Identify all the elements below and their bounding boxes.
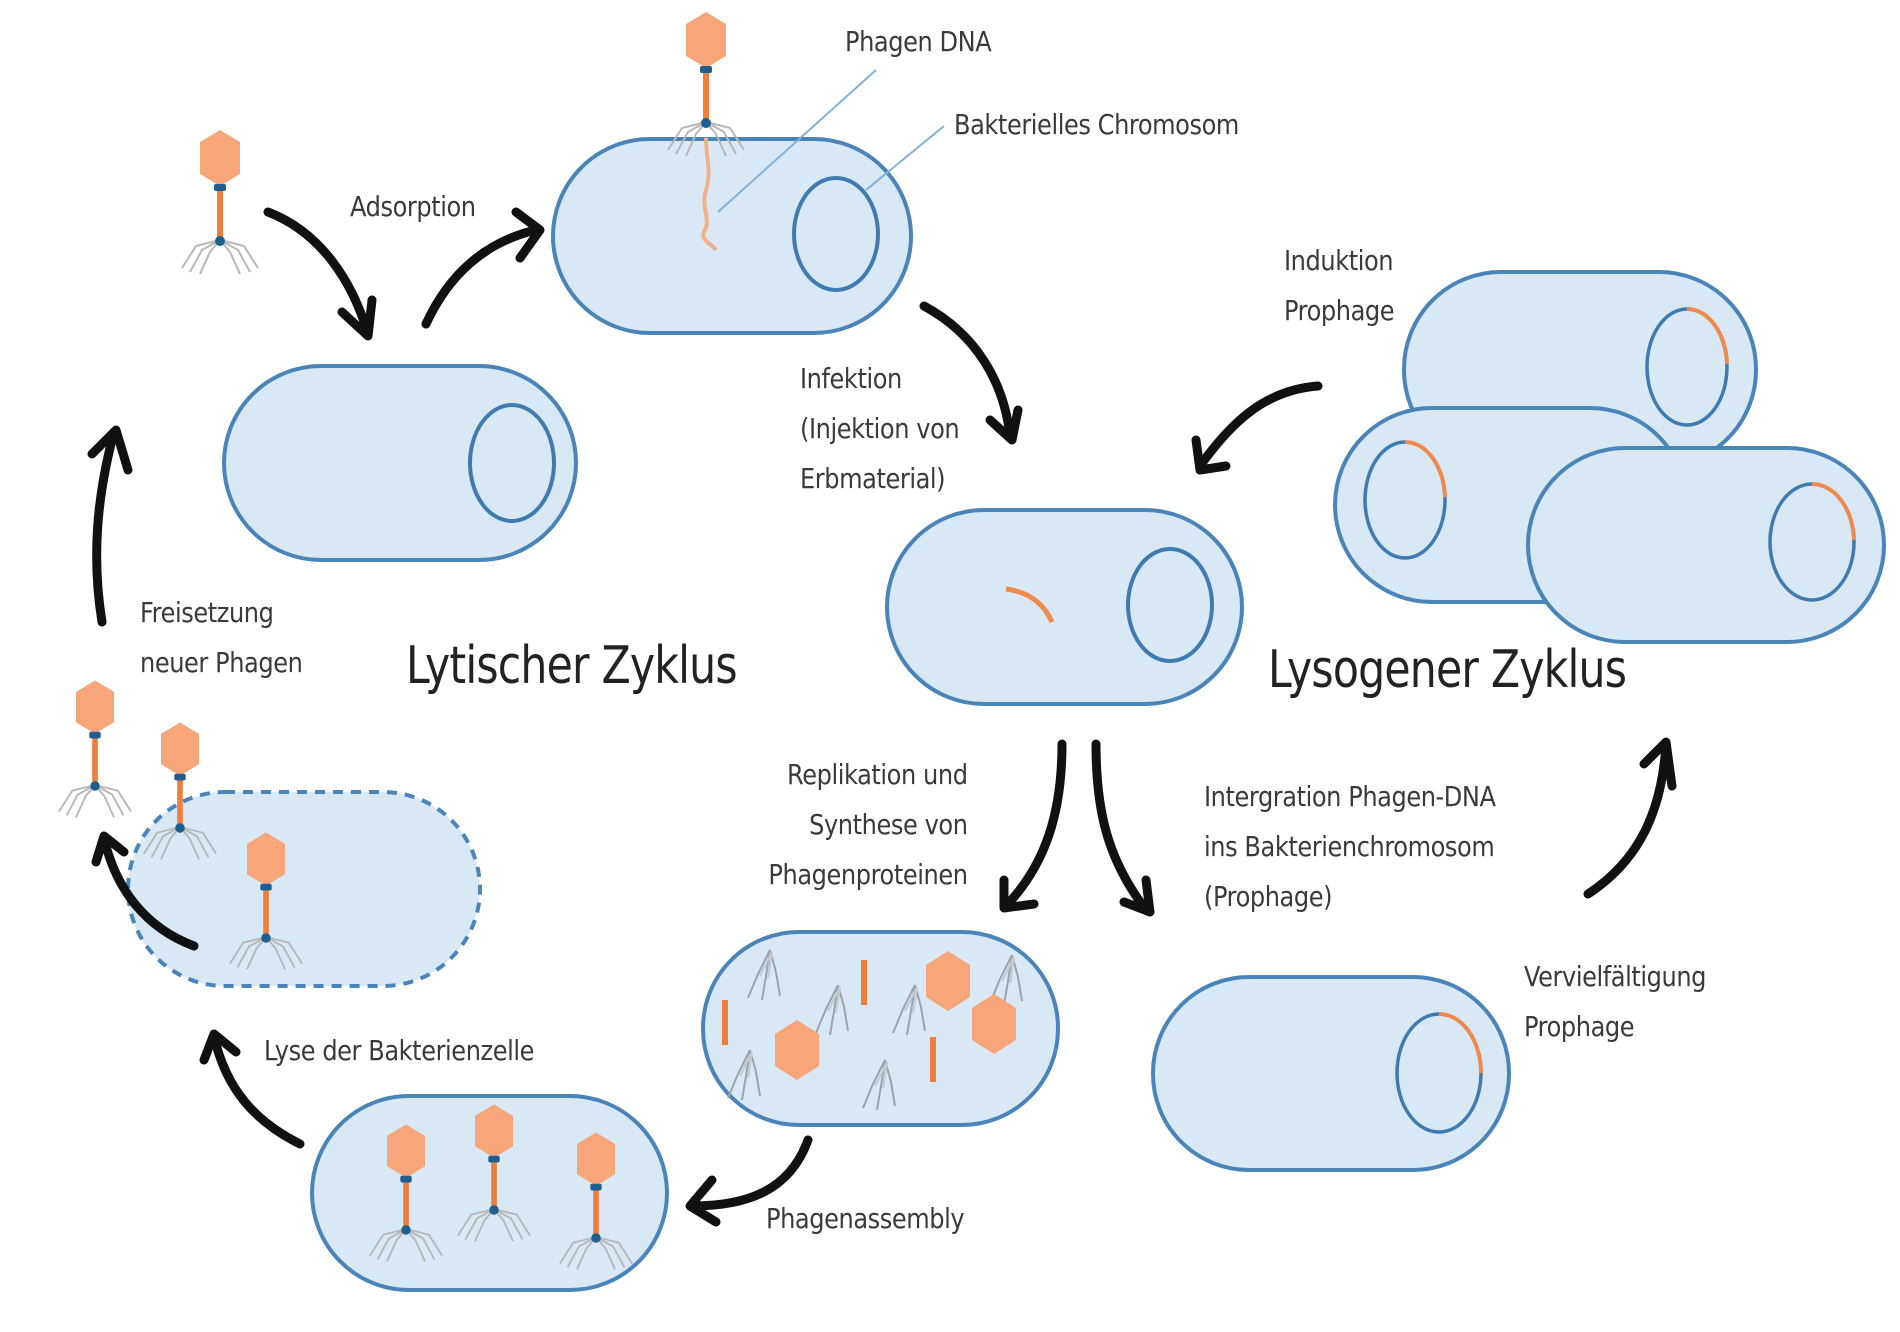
label-integration: Intergration Phagen-DNA ins Bakterienchr… xyxy=(1204,772,1543,922)
arrow-induction xyxy=(1191,381,1323,475)
label-infection-line3: Erbmaterial) xyxy=(800,462,946,495)
label-replication-line1: Replikation und xyxy=(787,758,968,791)
label-infection: Infektion (Injektion von Erbmaterial) xyxy=(800,354,985,504)
label-integration-line2: ins Bakterienchromosom xyxy=(1204,830,1495,863)
lysogenic-cycle-title: Lysogener Zyklus xyxy=(1268,640,1627,700)
bacterium-injection xyxy=(551,11,913,335)
prophage-segment xyxy=(1438,1012,1483,1074)
arrow-assembly xyxy=(685,1135,813,1227)
label-multiplication-line2: Prophage xyxy=(1524,1010,1635,1043)
bacteria-colony xyxy=(1333,270,1886,644)
lytic-cycle-title: Lytischer Zyklus xyxy=(406,636,738,696)
label-integration-line1: Intergration Phagen-DNA xyxy=(1204,780,1496,813)
label-induction-line2: Prophage xyxy=(1284,294,1395,327)
bacterial-chromosome xyxy=(1126,547,1214,663)
released-phage xyxy=(57,679,133,819)
arrow-to-integration xyxy=(1091,739,1155,917)
injected-phage-dna xyxy=(701,137,718,252)
label-release-line2: neuer Phagen xyxy=(140,646,303,679)
bacterial-chromosome xyxy=(468,403,556,523)
arrow-to-replication xyxy=(999,739,1067,913)
bacterium-synthesis xyxy=(701,930,1060,1127)
label-replication-line2: Synthese von xyxy=(809,808,969,841)
bacterium-prophage xyxy=(1151,975,1511,1172)
arrow-lysis xyxy=(199,1029,305,1149)
label-infection-line2: (Injektion von xyxy=(800,412,960,445)
label-multiplication: Vervielfältigung Prophage xyxy=(1524,952,1736,1052)
arrow-adsorption-out xyxy=(421,207,545,329)
label-phage-dna: Phagen DNA xyxy=(845,25,992,58)
label-induction-line1: Induktion xyxy=(1284,244,1394,277)
arrow-release-up xyxy=(87,425,133,627)
leader-line-chromosome xyxy=(865,125,945,191)
bacterium-assembled xyxy=(310,1094,669,1292)
label-release: Freisetzung neuer Phagen xyxy=(140,588,329,688)
label-replication-line3: Phagenproteinen xyxy=(768,858,969,891)
label-infection-line1: Infektion xyxy=(800,362,902,395)
arrow-adsorption-in xyxy=(263,207,377,341)
label-lysis: Lyse der Bakterienzelle xyxy=(264,1034,535,1067)
label-adsorption: Adsorption xyxy=(350,190,476,223)
bacterium-lysing xyxy=(126,721,482,988)
free-phage-dna xyxy=(1005,586,1055,624)
label-replication: Replikation und Synthese von Phagenprote… xyxy=(736,750,969,900)
bacterium-intact xyxy=(222,364,578,562)
phage-parts xyxy=(722,949,1023,1111)
colony-bacterium-right xyxy=(1526,446,1886,644)
bacterium-infected xyxy=(885,508,1244,706)
leader-line-phage-dna xyxy=(717,69,877,213)
free-phage xyxy=(181,129,259,275)
label-assembly: Phagenassembly xyxy=(766,1202,965,1235)
arrow-multiplication xyxy=(1583,737,1677,899)
label-induction: Induktion Prophage xyxy=(1284,236,1412,336)
arrow-release-out xyxy=(91,831,199,951)
label-bacterial-chromosome: Bakterielles Chromosom xyxy=(954,108,1239,141)
bacterial-chromosome xyxy=(792,176,880,292)
label-multiplication-line1: Vervielfältigung xyxy=(1524,960,1707,993)
label-release-line1: Freisetzung xyxy=(140,596,274,629)
label-integration-line3: (Prophage) xyxy=(1204,880,1333,913)
cycle-arrows xyxy=(87,207,1677,1227)
arrow-infection xyxy=(919,301,1023,445)
adsorbed-phage xyxy=(667,11,745,157)
